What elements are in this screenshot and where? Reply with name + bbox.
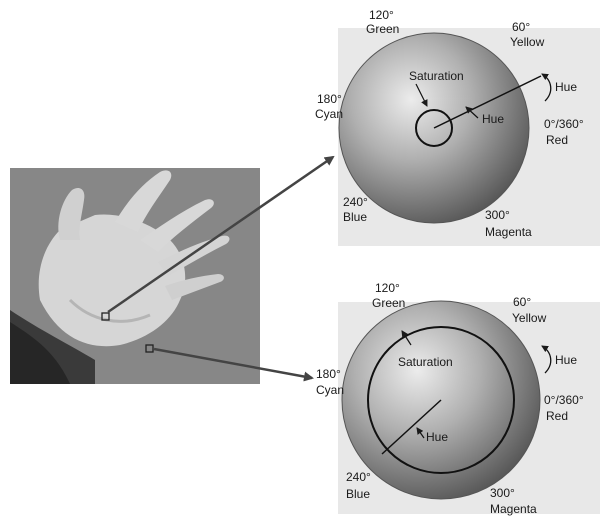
top-label-magenta: Magenta <box>485 225 532 239</box>
top-label-hue-side: Hue <box>555 80 577 94</box>
bottom-label-hue-inner: Hue <box>426 430 448 444</box>
bottom-label-magenta: Magenta <box>490 502 537 516</box>
top-label-blue: Blue <box>343 210 367 224</box>
bottom-label-hue-side: Hue <box>555 353 577 367</box>
top-label-saturation: Saturation <box>409 69 464 83</box>
bottom-label-240: 240° <box>346 470 371 484</box>
bottom-label-green: Green <box>372 296 405 310</box>
bottom-label-blue: Blue <box>346 487 370 501</box>
top-hsv-wheel: 120° Green 60° Yellow 180° Cyan 0°/360° … <box>315 8 600 246</box>
bottom-label-60: 60° <box>513 295 531 309</box>
bottom-label-saturation: Saturation <box>398 355 453 369</box>
bottom-label-yellow: Yellow <box>512 311 547 325</box>
top-label-red: Red <box>546 133 568 147</box>
bottom-hsv-wheel: 120° Green 60° Yellow 180° Cyan 0°/360° … <box>316 281 600 516</box>
bottom-label-red: Red <box>546 409 568 423</box>
bottom-label-cyan: Cyan <box>316 383 344 397</box>
hand-photo <box>10 168 260 384</box>
top-label-cyan: Cyan <box>315 107 343 121</box>
bottom-label-300: 300° <box>490 486 515 500</box>
top-label-hue-inner: Hue <box>482 112 504 126</box>
top-label-60: 60° <box>512 20 530 34</box>
top-label-300: 300° <box>485 208 510 222</box>
top-label-0-360: 0°/360° <box>544 117 584 131</box>
bottom-label-120: 120° <box>375 281 400 295</box>
top-label-yellow: Yellow <box>510 35 545 49</box>
top-label-120: 120° <box>369 8 394 22</box>
top-label-180: 180° <box>317 92 342 106</box>
bottom-label-0-360: 0°/360° <box>544 393 584 407</box>
top-label-green: Green <box>366 22 399 36</box>
top-label-240: 240° <box>343 195 368 209</box>
bottom-label-180: 180° <box>316 367 341 381</box>
